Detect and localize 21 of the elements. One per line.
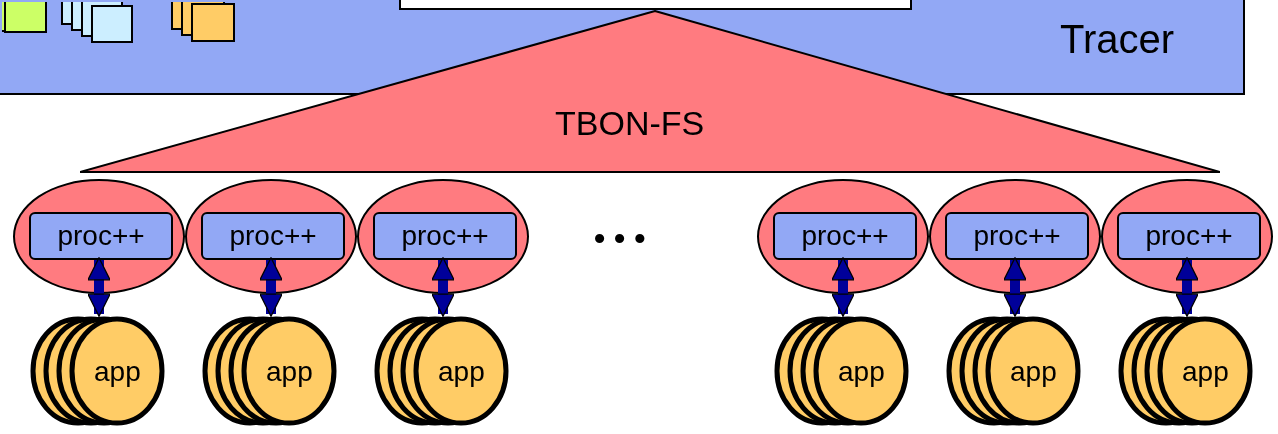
double-arrow xyxy=(431,257,455,317)
double-arrow xyxy=(1003,257,1027,317)
double-arrow xyxy=(831,257,855,317)
process-box: proc++ xyxy=(201,212,345,260)
app-label: app xyxy=(1010,358,1057,386)
double-arrow xyxy=(87,257,111,317)
app-label: app xyxy=(266,358,313,386)
process-box: proc++ xyxy=(1117,212,1261,260)
double-arrow xyxy=(259,257,283,317)
app-label: app xyxy=(94,358,141,386)
double-arrow xyxy=(1175,257,1199,317)
app-label: app xyxy=(838,358,885,386)
panel-title: Tracer xyxy=(1060,19,1175,59)
network-label: TBON-FS xyxy=(555,106,705,140)
process-box: proc++ xyxy=(29,212,173,260)
process-box: proc++ xyxy=(373,212,517,260)
app-label: app xyxy=(438,358,485,386)
process-box: proc++ xyxy=(773,212,917,260)
ellipsis-label: • • • xyxy=(594,222,646,254)
process-box: proc++ xyxy=(945,212,1089,260)
app-label: app xyxy=(1182,358,1229,386)
